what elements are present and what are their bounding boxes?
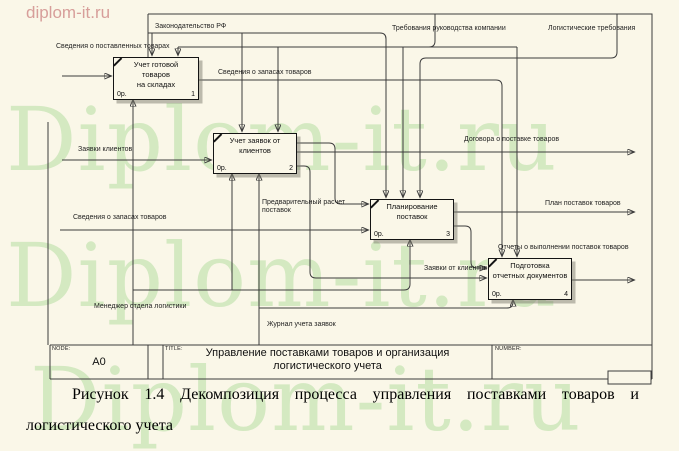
activity-box-4-number: 4	[564, 291, 568, 298]
control-arrows	[148, 14, 618, 256]
arrow-label-requests-from-clients: Заявки от клиентов	[424, 265, 488, 272]
number-field-label: NUMBER:	[495, 346, 522, 352]
arrow-label-client-requests: Заявки клиентов	[78, 146, 133, 153]
activity-box-3-number: 3	[446, 231, 450, 238]
activity-box-3-label: Планирование поставок	[386, 202, 438, 221]
arrow-label-legislation: Законодательство РФ	[155, 23, 227, 30]
node-value: A0	[92, 356, 106, 368]
arrow-label-preliminary-calc: Предварительный расчет поставок	[262, 199, 346, 215]
node-field-label: NODE:	[52, 346, 71, 352]
activity-box-3: Планирование поставок 0р. 3	[370, 199, 454, 240]
number-tab	[607, 370, 652, 385]
arrow-label-requests-journal: Журнал учета заявок	[267, 321, 336, 328]
activity-box-3-cost: 0р.	[374, 231, 384, 238]
output-arrows	[197, 79, 634, 280]
arrow-label-logistics-manager: Менеджер отдела логистики	[94, 303, 187, 310]
arrow-label-supply-contracts: Договора о поставке товаров	[464, 136, 560, 143]
arrow-label-delivered-goods-info: Сведения о поставленных товарах	[56, 43, 170, 50]
activity-box-2-cost: 0р.	[217, 165, 227, 172]
arrow-label-stock-info-left: Сведения о запасах товаров	[73, 214, 167, 221]
activity-box-1-number: 1	[191, 91, 195, 98]
activity-box-2-number: 2	[289, 165, 293, 172]
activity-box-1-label: Учет готовой товаров на складах	[133, 60, 179, 89]
activity-box-2: Учет заявок от клиентов 0р. 2	[213, 133, 297, 174]
arrow-label-supply-reports: Отчеты о выполнении поставок товаров	[498, 244, 629, 251]
activity-box-2-label: Учет заявок от клиентов	[229, 136, 281, 155]
mechanism-arrows	[133, 100, 513, 345]
activity-box-1-cost: 0р.	[117, 91, 127, 98]
frame	[47, 13, 653, 345]
arrow-label-management-requirements: Требования руководства компании	[392, 25, 506, 32]
activity-box-4-cost: 0р.	[492, 291, 502, 298]
activity-box-4: Подготовка отчетных документов 0р. 4	[488, 258, 572, 300]
figure-caption-line1: Рисунок 1.4 Декомпозиция процесса управл…	[72, 386, 639, 403]
activity-box-4-label: Подготовка отчетных документов	[492, 261, 568, 280]
arrow-label-logistics-requirements: Логистические требования	[548, 25, 636, 32]
title-field-label: TITLE:	[165, 346, 183, 352]
watermark-row-3: Diplom-it.ru	[30, 348, 582, 451]
watermark-corner: diplom-it.ru	[26, 3, 111, 22]
diagram-title: Управление поставками товаров и организа…	[205, 347, 450, 372]
arrow-label-stock-info-top: Сведения о запасах товаров	[218, 69, 312, 76]
activity-box-1: Учет готовой товаров на складах 0р. 1	[113, 57, 199, 100]
arrow-label-supply-plan: План поставок товаров	[545, 200, 621, 207]
input-arrows	[60, 76, 368, 230]
watermark-row-2: Diplom-it.ru	[6, 224, 558, 327]
figure-caption-line2: логистического учета	[26, 417, 173, 434]
title-bar-grid	[49, 344, 653, 385]
